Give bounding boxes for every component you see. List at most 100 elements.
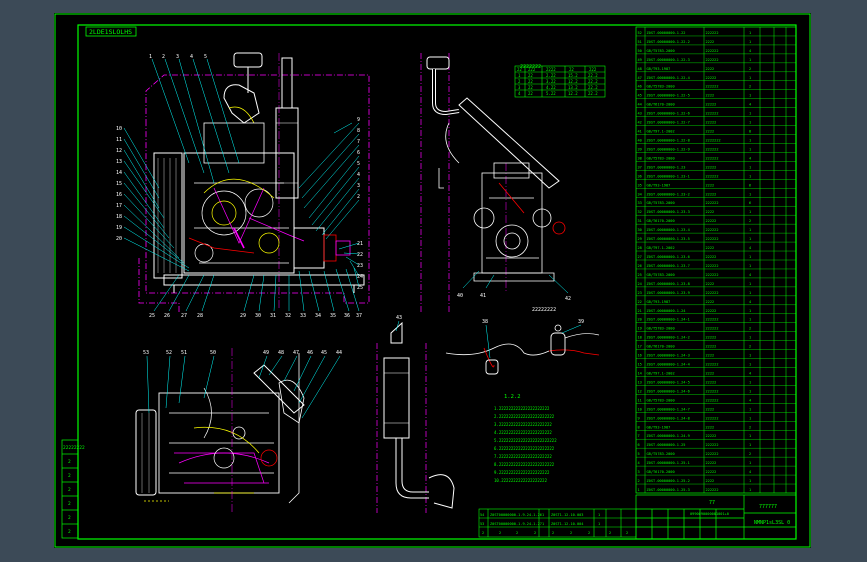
left-strip-label: 22222222 (63, 445, 85, 451)
parts-code: Z0ST.00000000-1.23-3 (647, 210, 690, 214)
parts-code: GB/T5783-2000 (647, 49, 675, 53)
parts-no: 7 (638, 434, 640, 438)
air-cleaner (233, 52, 263, 68)
parts-no: 40 (638, 139, 642, 143)
parts-code: GB/T93-1987 (647, 183, 671, 187)
title-tag-box (85, 26, 137, 37)
parts-name: 222222 (706, 147, 719, 151)
parts-qty: 4 (749, 300, 751, 304)
bottom-footer: 2 (588, 531, 590, 535)
bottom-footer: 2 (609, 531, 611, 535)
parts-qty: 2 (749, 425, 751, 429)
parts-name: 22222 (706, 434, 717, 438)
parts-no: 13 (638, 380, 642, 384)
parts-name: 22222 (706, 380, 717, 384)
parts-no: 11 (638, 398, 642, 402)
parts-name: 22222 (706, 470, 717, 474)
parts-code: Z0ST.00000000-1.24-6 (647, 389, 690, 393)
intake-elbow (223, 84, 260, 124)
parts-qty: 1 (749, 192, 751, 196)
callout-label: 1 (149, 54, 152, 60)
spec-header: 22 (569, 67, 574, 72)
callout-label: 45 (321, 350, 327, 356)
parts-name: 222222 (706, 318, 719, 322)
parts-code: Z0ST.00000000-1.23-2 (647, 192, 690, 196)
exhaust-stack (281, 57, 293, 109)
bottom-footer: 2 (516, 531, 518, 535)
callout-label: 20 (116, 236, 122, 242)
parts-no: 27 (638, 255, 642, 259)
parts-name: 22222 (706, 219, 717, 223)
parts-no: 41 (638, 130, 642, 134)
parts-no: 50 (638, 49, 642, 53)
engine-block (183, 152, 295, 274)
parts-code: Z0ST.00000000-1.24-3 (647, 354, 690, 358)
parts-no: 8 (638, 425, 640, 429)
parts-no: 12 (638, 389, 642, 393)
callout-label: 27 (181, 313, 187, 319)
callout-label: 23 (357, 263, 363, 269)
parts-qty: 1 (749, 228, 751, 232)
callout-label: 47 (293, 350, 299, 356)
parts-qty: 1 (749, 112, 751, 116)
parts-qty: 6 (749, 201, 751, 205)
callout-label: 19 (116, 225, 122, 231)
callout-label: 42 (565, 296, 571, 302)
parts-no: 42 (638, 121, 642, 125)
notes-line: 1.222222222222222222222 (494, 406, 550, 411)
top-radiator (135, 409, 157, 496)
parts-name: 2222 (706, 425, 715, 429)
front-view: 1 2 3 4 5 10 11 12 13 14 15 16 17 18 19 … (116, 52, 370, 319)
bottom-cell: Z0ST1.12.10.004 (551, 522, 583, 526)
callout-label: 38 (482, 319, 488, 325)
parts-code: Z0ST.00000000-1.25-1 (647, 461, 690, 465)
parts-name: 222222 (706, 327, 719, 331)
parts-qty: 1 (749, 380, 751, 384)
parts-no: 17 (638, 345, 642, 349)
parts-code: Z0ST.00000000-1.23-9 (647, 291, 690, 295)
callout-label: 13 (116, 159, 122, 165)
parts-qty: 1 (749, 309, 751, 313)
spec-cell: 22 (528, 91, 533, 96)
parts-code: GB/T5783-2000 (647, 398, 675, 402)
parts-code: Z0ST.00000000-1.23-1 (647, 174, 690, 178)
parts-no: 43 (638, 112, 642, 116)
parts-name: 222222 (706, 201, 719, 205)
parts-name: 222222 (706, 49, 719, 53)
callout-label: 46 (307, 350, 313, 356)
spec-cell: 22.2 (588, 79, 598, 84)
bottom-footer: 2 (499, 531, 501, 535)
callout-label: 36 (344, 313, 350, 319)
spec-cell: 22.2 (588, 73, 598, 78)
company-code: 0990090000001001+0 (690, 512, 729, 516)
spec-cell: 2 (518, 79, 521, 84)
parts-no: 51 (638, 40, 642, 44)
parts-qty: 4 (749, 273, 751, 277)
parts-name: 222222 (706, 174, 719, 178)
bottom-footer: 2 (552, 531, 554, 535)
parts-qty: 1 (749, 139, 751, 143)
parts-name: 2222 (706, 67, 715, 71)
parts-no: 23 (638, 291, 642, 295)
parts-no: 36 (638, 174, 642, 178)
callout-label: 4 (357, 172, 360, 178)
drawing-sheet[interactable]: 2LDE1SLOLHS 22222222 2 2 2 2 2 2 (54, 13, 811, 548)
parts-code: GB/T97.1-2002 (647, 246, 675, 250)
